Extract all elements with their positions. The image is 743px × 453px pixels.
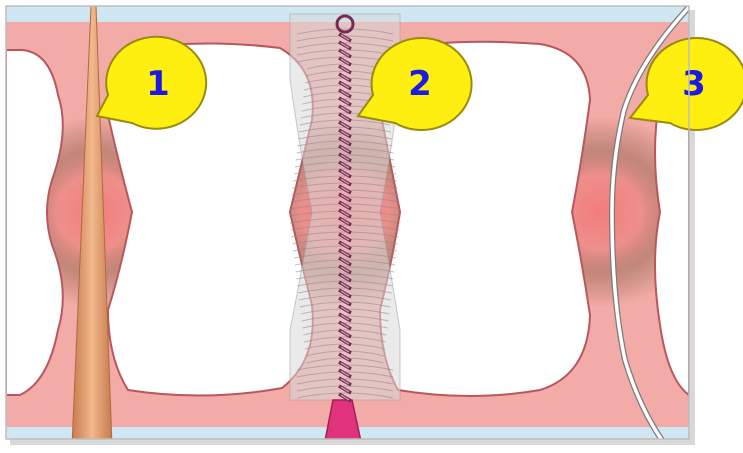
callout-2-label: 2 [408,64,432,104]
callout-1-label: 1 [146,64,170,104]
callout-3-label: 3 [682,64,706,104]
